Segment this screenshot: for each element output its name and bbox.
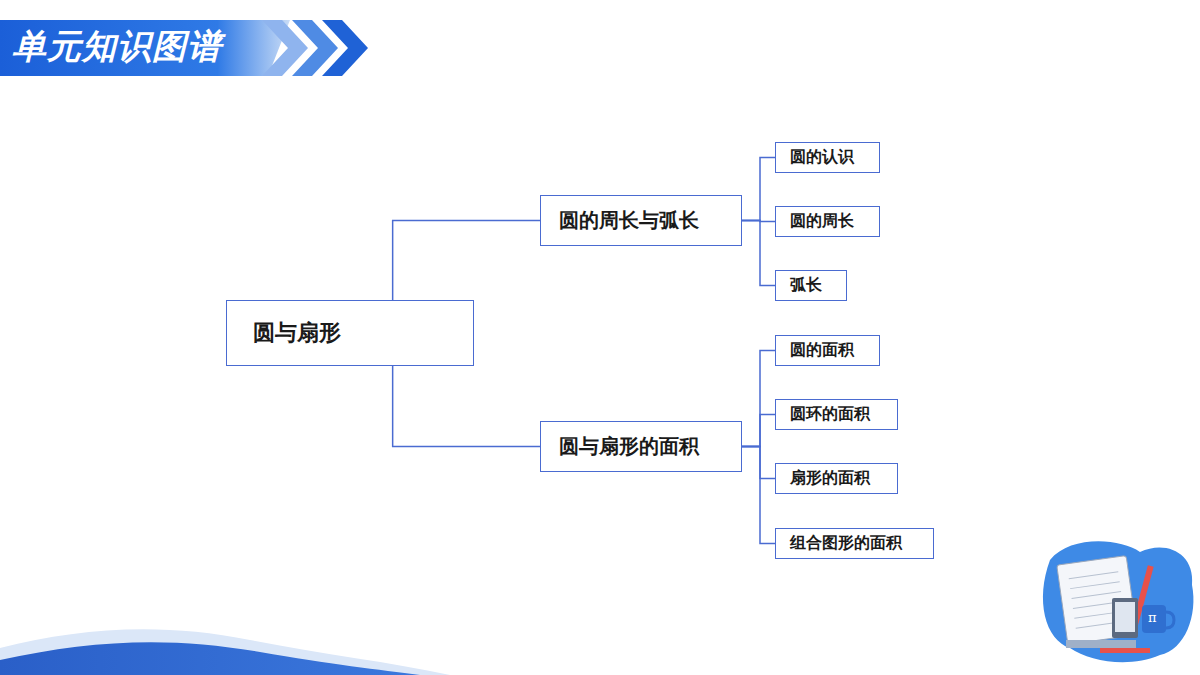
node-text: 圆的认识 [790,147,854,168]
math-illustration [1043,541,1193,662]
leaf-box: 圆环的面积 [775,399,898,430]
leaf-box: 圆的认识 [775,142,880,173]
connector [742,158,775,221]
node-text: 圆环的面积 [790,404,870,425]
node-text: 圆的面积 [790,340,854,361]
leaf-box: 组合图形的面积 [775,528,934,559]
root-box: 圆与扇形 [226,300,474,366]
leaf-box: 圆的周长 [775,206,880,237]
connector [742,351,775,447]
node-text: 圆的周长与弧长 [559,207,699,234]
connector [393,221,540,301]
wave [0,629,450,675]
connector [742,221,775,286]
connector [742,447,775,544]
branch-box: 圆的周长与弧长 [540,195,742,246]
connector [742,415,775,447]
branch-box: 圆与扇形的面积 [540,421,742,472]
node-text: 圆与扇形 [253,318,341,348]
node-text: 圆与扇形的面积 [559,433,699,460]
chevron [322,20,368,76]
title-banner [0,20,290,76]
leaf-box: 弧长 [775,270,847,301]
connector [393,366,540,447]
node-text: 弧长 [790,275,822,296]
node-text: 圆的周长 [790,211,854,232]
node-text: 组合图形的面积 [790,533,902,554]
leaf-box: 圆的面积 [775,335,880,366]
connector [742,447,775,479]
leaf-box: 扇形的面积 [775,463,898,494]
node-text: 扇形的面积 [790,468,870,489]
wave [0,642,420,675]
symbol-label: π [1148,610,1157,625]
title-text: 单元知识图谱 [12,24,222,70]
